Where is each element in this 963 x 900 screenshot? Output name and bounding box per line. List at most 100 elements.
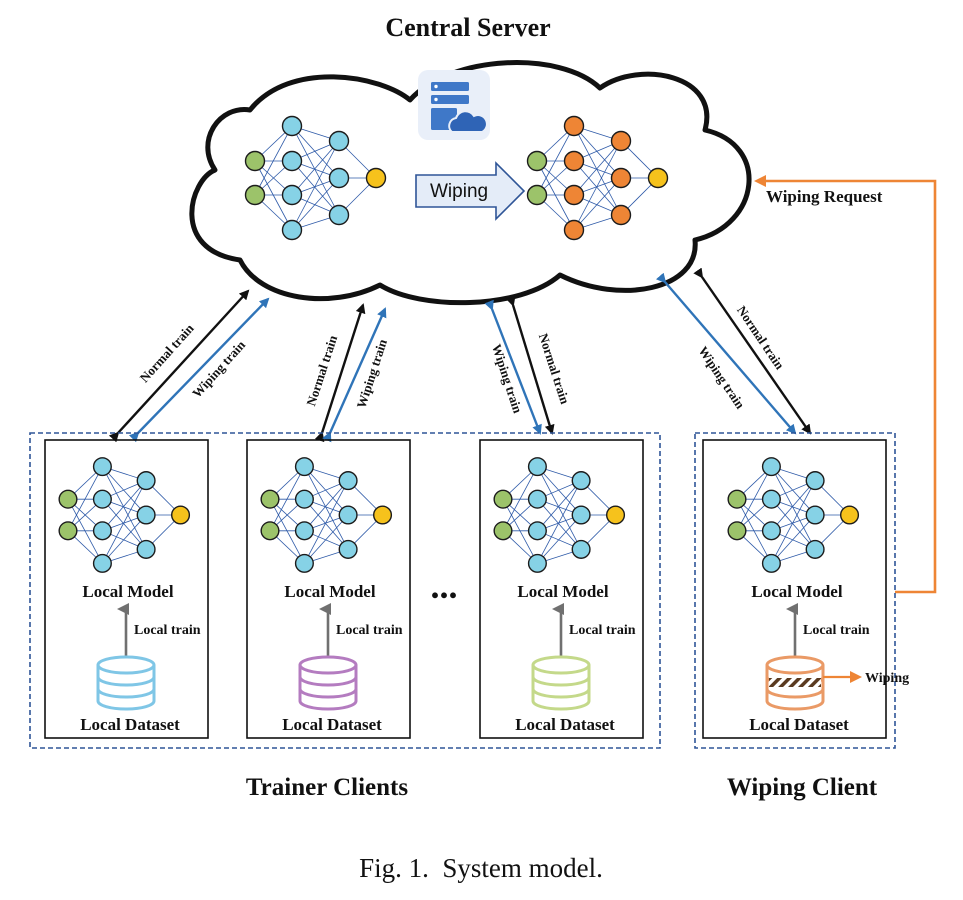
local-model-network <box>727 457 860 573</box>
nn-edge <box>771 514 816 564</box>
hidden-node <box>571 505 591 525</box>
hidden-node <box>610 130 632 152</box>
hidden-node <box>338 505 358 525</box>
nn-edge <box>102 498 147 550</box>
output-node <box>170 505 191 525</box>
nn-edge <box>537 514 582 564</box>
hidden-node <box>281 150 303 172</box>
nn-edge <box>304 480 349 532</box>
hidden-node <box>610 204 632 226</box>
ellipsis: ... <box>431 566 458 606</box>
hidden-node <box>92 489 112 509</box>
normal-train-arrow <box>693 267 812 435</box>
nn-edge <box>269 499 305 564</box>
hidden-node <box>294 489 314 509</box>
nn-edge <box>502 466 538 531</box>
nn-edge <box>291 140 340 231</box>
nn-edge <box>771 480 816 564</box>
nn-edge <box>573 177 622 231</box>
output-node <box>839 505 860 525</box>
nn-edge <box>67 499 103 564</box>
hidden-node <box>136 471 156 491</box>
central-server-title: Central Server <box>385 13 550 42</box>
client-box-1 <box>44 439 209 739</box>
nn-edge <box>304 466 349 516</box>
hidden-node <box>328 204 350 226</box>
wiping-train-label: Wiping train <box>354 336 391 410</box>
nn-edge <box>291 140 340 196</box>
trainer-clients-group <box>29 432 661 749</box>
hidden-node <box>281 219 303 241</box>
nn-edge <box>304 498 349 550</box>
input-node <box>526 150 548 172</box>
input-node <box>727 521 747 541</box>
nn-edge <box>291 177 340 231</box>
local-train-label: Local train <box>569 623 636 638</box>
nn-edge <box>771 466 816 516</box>
hidden-node <box>805 471 825 491</box>
hidden-node <box>92 521 112 541</box>
local-model-network <box>260 457 393 573</box>
local-model-label: Local Model <box>751 582 842 601</box>
database-icon <box>96 655 156 711</box>
input-node <box>493 489 513 509</box>
global-model-after <box>526 115 669 241</box>
wiping-arrow-label: Wiping <box>430 181 488 202</box>
nn-edge <box>573 160 622 216</box>
hidden-node <box>563 115 585 137</box>
local-dataset-label: Local Dataset <box>282 715 382 734</box>
wiping-request: Wiping Request <box>754 175 937 594</box>
local-model-label: Local Model <box>284 582 375 601</box>
output-node <box>605 505 626 525</box>
client-box-2 <box>246 439 411 739</box>
hidden-node <box>136 505 156 525</box>
wiping-client-group <box>694 432 896 749</box>
input-node <box>493 521 513 541</box>
hidden-node <box>294 521 314 541</box>
nn-edge <box>102 480 147 564</box>
hidden-node <box>281 184 303 206</box>
database-icon <box>765 655 825 711</box>
output-node <box>647 167 669 189</box>
hidden-node <box>571 539 591 559</box>
output-node <box>372 505 393 525</box>
hidden-node <box>761 521 781 541</box>
nn-edge <box>102 480 147 532</box>
hidden-node <box>761 457 781 477</box>
hidden-node <box>805 505 825 525</box>
wiping-train-arrow <box>128 297 270 443</box>
hidden-node <box>563 219 585 241</box>
input-node <box>260 521 280 541</box>
nn-edge <box>537 498 582 550</box>
local-dataset-label: Local Dataset <box>515 715 615 734</box>
hidden-node <box>136 539 156 559</box>
nn-edge <box>573 140 622 231</box>
nn-edge <box>771 480 816 532</box>
input-node <box>58 489 78 509</box>
trainer-clients-label: Trainer Clients <box>246 774 409 801</box>
input-node <box>244 184 266 206</box>
nn-edge <box>67 466 103 531</box>
hidden-node <box>92 457 112 477</box>
wiping-data-label: Wiping <box>865 671 909 686</box>
wiping-arrow: Wiping <box>415 161 526 221</box>
nn-edge <box>291 125 340 216</box>
hidden-node <box>281 115 303 137</box>
wiped-data-segment <box>769 678 821 687</box>
nn-edge <box>536 125 575 196</box>
hidden-node <box>92 553 112 573</box>
normal-train-label: Normal train <box>137 320 198 385</box>
server-cloud-icon <box>418 70 490 140</box>
nn-edge <box>736 499 772 564</box>
wiping-client-label: Wiping Client <box>727 774 878 801</box>
wiping-train-label: Wiping train <box>695 344 748 412</box>
local-train-label: Local train <box>336 623 403 638</box>
nn-edge <box>537 480 582 532</box>
nn-edge <box>102 466 147 516</box>
local-model-label: Local Model <box>82 582 173 601</box>
hidden-node <box>328 130 350 152</box>
